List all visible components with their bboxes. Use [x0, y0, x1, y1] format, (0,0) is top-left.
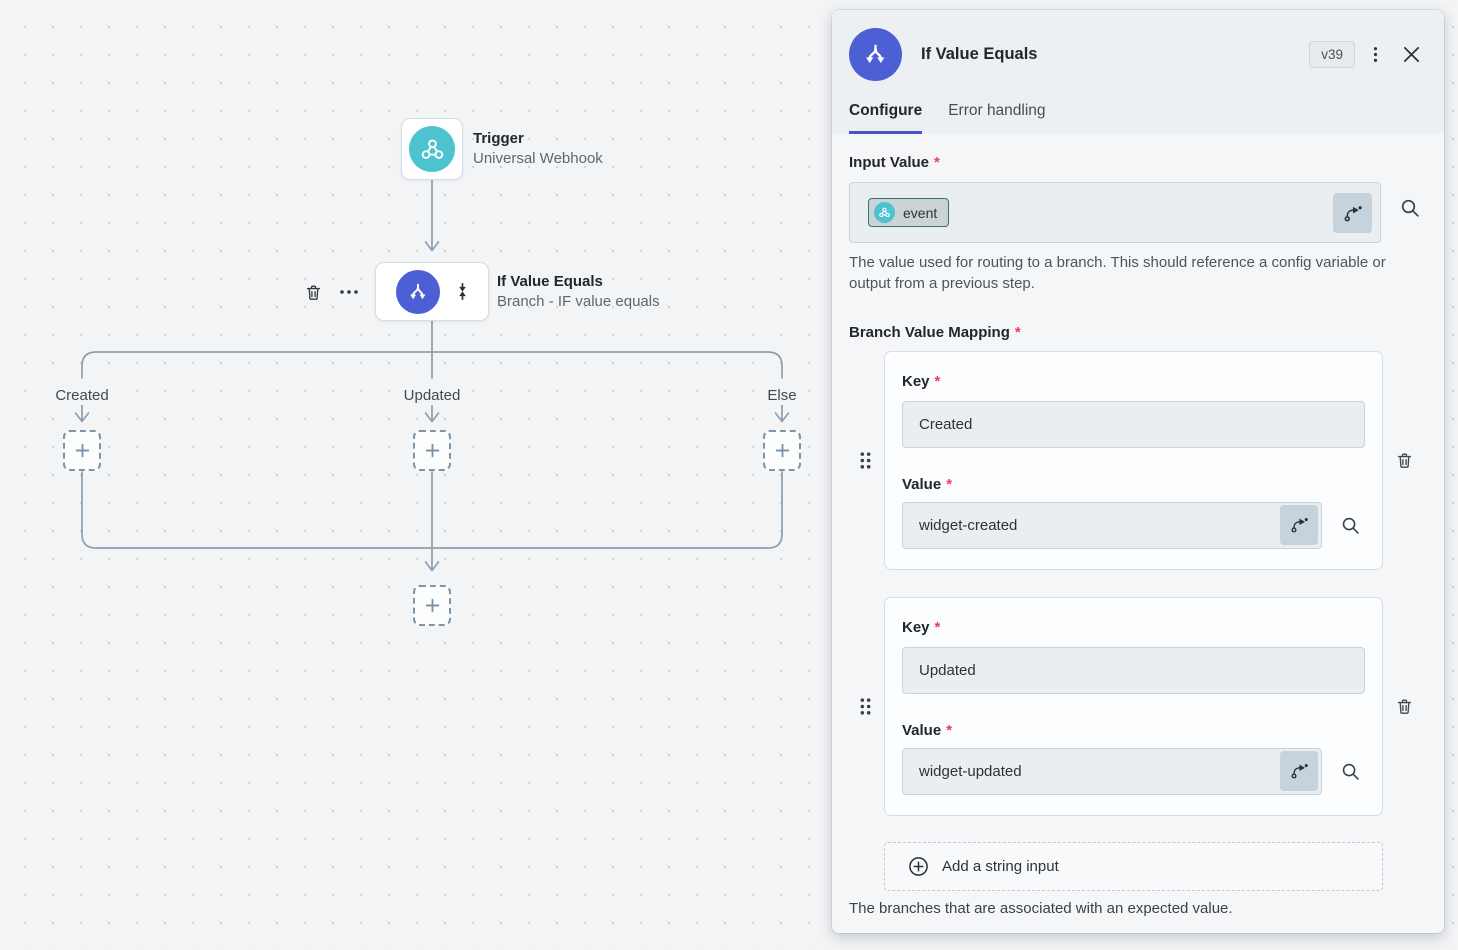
- reference-icon: [1289, 761, 1309, 781]
- reference-icon: [1342, 203, 1363, 224]
- reference-picker-button[interactable]: [1280, 751, 1318, 792]
- mapping-row: Key* Value*: [849, 350, 1425, 570]
- add-step-placeholder-created[interactable]: [63, 430, 101, 471]
- mapping-row: Key* Value*: [849, 596, 1425, 816]
- value-input[interactable]: [902, 747, 1322, 795]
- tab-error-handling[interactable]: Error handling: [948, 102, 1046, 119]
- value-label: Value*: [902, 475, 953, 493]
- required-asterisk: *: [1014, 323, 1021, 341]
- add-step-placeholder-else[interactable]: [763, 430, 801, 471]
- trash-icon: [304, 283, 323, 302]
- close-panel-button[interactable]: [1398, 41, 1425, 68]
- panel-header: If Value Equals v39 Configure Error hand…: [832, 10, 1444, 134]
- trash-icon: [1395, 697, 1414, 716]
- branch-label-else: Else: [761, 386, 803, 405]
- search-icon: [1399, 197, 1421, 219]
- branch-node-title: If Value Equals: [497, 273, 603, 290]
- required-asterisk: *: [934, 372, 941, 390]
- key-label: Key*: [902, 372, 941, 390]
- input-value-help: The value used for routing to a branch. …: [849, 254, 1386, 293]
- step-config-panel: If Value Equals v39 Configure Error hand…: [832, 10, 1444, 933]
- reorder-step-icon[interactable]: [456, 281, 469, 302]
- add-step-placeholder-after-branch[interactable]: [413, 585, 451, 626]
- branch-fork-icon: [395, 269, 440, 314]
- add-string-input-button[interactable]: Add a string input: [884, 841, 1383, 891]
- webhook-icon: [874, 202, 895, 223]
- plus-icon: [424, 597, 441, 614]
- drag-handle-icon[interactable]: [857, 449, 874, 472]
- workflow-connectors: [74, 179, 790, 572]
- plus-icon: [74, 442, 91, 459]
- value-label: Value*: [902, 721, 953, 739]
- panel-body: Input Value* event: [832, 134, 1444, 933]
- event-reference-chip[interactable]: event: [868, 198, 950, 227]
- branch-node-subtitle: Branch - IF value equals: [497, 293, 660, 310]
- circle-plus-icon: [908, 856, 929, 877]
- drag-handle-icon[interactable]: [857, 695, 874, 718]
- search-button[interactable]: [1336, 757, 1365, 786]
- branch-node-label: If Value Equals Branch - IF value equals: [497, 273, 660, 310]
- kebab-icon: [1373, 45, 1378, 64]
- mapping-card: Key* Value*: [884, 596, 1383, 816]
- mapping-card: Key* Value*: [884, 350, 1383, 570]
- reference-picker-button[interactable]: [1333, 193, 1372, 233]
- branch-value-mapping-label: Branch Value Mapping*: [849, 323, 1021, 341]
- add-string-input-label: Add a string input: [942, 857, 1059, 875]
- trash-icon: [1395, 451, 1414, 470]
- input-value-field[interactable]: event: [849, 182, 1381, 243]
- search-button[interactable]: [1336, 511, 1365, 540]
- search-icon: [1340, 515, 1361, 536]
- mapping-help: The branches that are associated with an…: [849, 899, 1233, 917]
- key-label: Key*: [902, 618, 941, 636]
- key-input[interactable]: [902, 646, 1365, 694]
- tab-configure[interactable]: Configure: [849, 102, 923, 134]
- panel-tabs: Configure Error handling: [849, 102, 1425, 134]
- add-step-placeholder-updated[interactable]: [413, 430, 451, 471]
- required-asterisk: *: [934, 618, 941, 636]
- chip-label: event: [903, 204, 938, 221]
- delete-step-button[interactable]: [302, 281, 324, 303]
- required-asterisk: *: [946, 721, 953, 739]
- reference-icon: [1289, 515, 1309, 535]
- reference-picker-button[interactable]: [1280, 505, 1318, 546]
- panel-title: If Value Equals: [921, 45, 1038, 63]
- delete-mapping-button[interactable]: [1391, 447, 1418, 474]
- close-icon: [1402, 45, 1421, 64]
- branch-label-updated: Updated: [397, 386, 467, 405]
- panel-more-options-button[interactable]: [1369, 41, 1382, 68]
- branch-fork-icon: [849, 28, 902, 81]
- trigger-node-label: Trigger Universal Webhook: [473, 130, 603, 167]
- webhook-icon: [409, 126, 455, 172]
- delete-mapping-button[interactable]: [1391, 693, 1418, 720]
- required-asterisk: *: [934, 154, 940, 171]
- branch-label-created: Created: [49, 386, 115, 405]
- plus-icon: [424, 442, 441, 459]
- step-more-options-button[interactable]: [337, 284, 361, 300]
- version-badge[interactable]: v39: [1309, 41, 1355, 68]
- branch-node[interactable]: [375, 262, 489, 321]
- key-input[interactable]: [902, 400, 1365, 448]
- search-button[interactable]: [1395, 193, 1425, 223]
- trigger-title: Trigger: [473, 130, 524, 147]
- trigger-subtitle: Universal Webhook: [473, 150, 603, 167]
- ellipsis-icon: [339, 289, 359, 295]
- value-input[interactable]: [902, 501, 1322, 549]
- required-asterisk: *: [946, 475, 953, 493]
- plus-icon: [774, 442, 791, 459]
- trigger-node[interactable]: [401, 118, 463, 180]
- input-value-label: Input Value*: [849, 154, 940, 171]
- search-icon: [1340, 761, 1361, 782]
